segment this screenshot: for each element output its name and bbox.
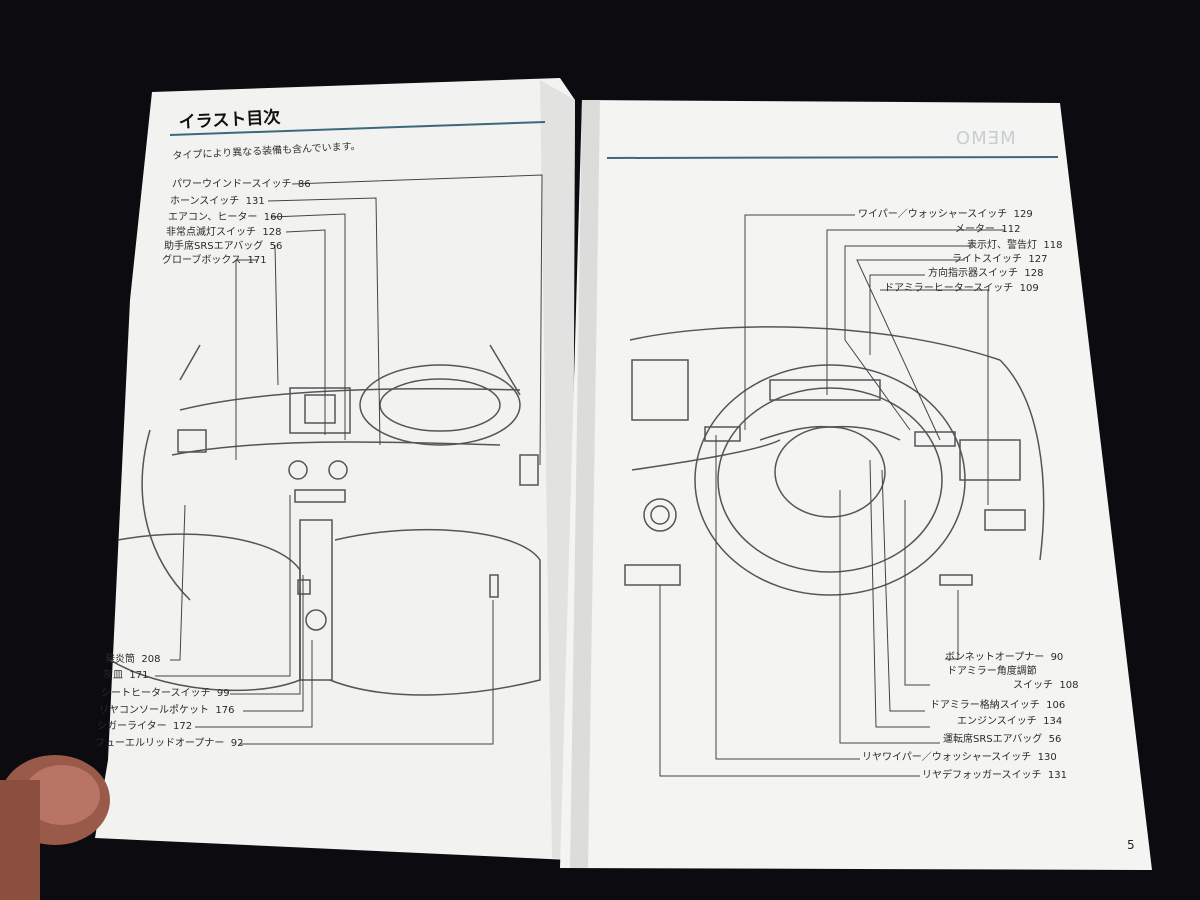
callout-label: ボンネットオープナー 90 [945, 652, 1064, 663]
callout-label: ワイパー／ウォッシャースイッチ 129 [858, 209, 1033, 220]
callout-label: 方向指示器スイッチ 128 [928, 268, 1044, 279]
callout-label: ドアミラーヒータースイッチ 109 [884, 283, 1039, 294]
callout-label: スイッチ 108 [1013, 680, 1079, 691]
left-page [95, 78, 575, 860]
callout-label: ドアミラー角度調節 [947, 666, 1037, 677]
callout-label: メーター 112 [955, 224, 1021, 235]
callout-label: ドアミラー格納スイッチ 106 [930, 700, 1066, 711]
right-page [560, 100, 1152, 870]
callout-label: ライトスイッチ 127 [952, 254, 1048, 265]
callout-label: シガーライター 172 [97, 721, 193, 732]
callout-label: パワーウインドースイッチ 86 [172, 179, 311, 190]
ghost-memo-text: MEMO [955, 128, 1016, 149]
callout-label: 助手席SRSエアバッグ 56 [164, 241, 283, 252]
callout-label: フューエルリッドオープナー 92 [95, 738, 244, 749]
callout-label: ホーンスイッチ 131 [170, 196, 265, 207]
callout-label: 灰皿 171 [103, 670, 149, 681]
callout-label: 発炎筒 208 [105, 654, 161, 665]
callout-label: グローブボックス 171 [162, 255, 267, 266]
callout-label: エアコン、ヒーター 160 [168, 212, 283, 223]
callout-label: シートヒータースイッチ 99 [101, 688, 230, 699]
steering-wheel-drawing [624, 326, 1045, 596]
callout-label: 非常点滅灯スイッチ 128 [166, 227, 282, 238]
callout-label: リヤデフォッガースイッチ 131 [922, 770, 1067, 781]
callout-label: エンジンスイッチ 134 [957, 716, 1063, 727]
page-title: イラスト目次 [178, 107, 281, 133]
callout-label: リヤワイパー／ウォッシャースイッチ 130 [862, 752, 1057, 763]
callout-label: 表示灯、警告灯 118 [967, 240, 1063, 251]
page-number: 5 [1127, 838, 1135, 852]
callout-label: リヤコンソールポケット 176 [99, 705, 235, 716]
callout-label: 運転席SRSエアバッグ 56 [943, 734, 1062, 745]
